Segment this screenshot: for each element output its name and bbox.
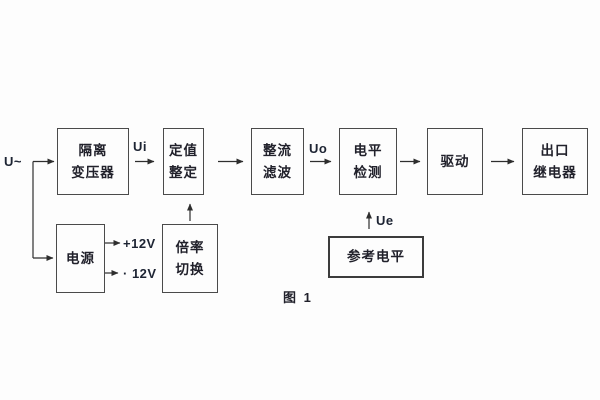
box-output-relay-line1: 出口 bbox=[540, 143, 570, 158]
box-output-relay: 出口 继电器 bbox=[522, 128, 588, 195]
box-ratio-switch-line1: 倍率 bbox=[175, 240, 205, 255]
signal-minus12v-label: · 12V bbox=[123, 266, 157, 281]
box-level-detect-line1: 电平 bbox=[353, 143, 383, 158]
box-setpoint-adjust: 定值 整定 bbox=[163, 128, 204, 195]
box-reference-level: 参考电平 bbox=[328, 236, 424, 278]
box-isolation-transformer-line1: 隔离 bbox=[78, 143, 108, 158]
box-rectifier-filter-line1: 整流 bbox=[263, 143, 292, 158]
box-ratio-switch: 倍率 切换 bbox=[162, 224, 218, 293]
box-setpoint-adjust-line1: 定值 bbox=[169, 143, 198, 158]
box-isolation-transformer-line2: 变压器 bbox=[71, 164, 115, 180]
box-output-relay-line2: 继电器 bbox=[533, 164, 577, 180]
signal-plus12v-label: +12V bbox=[123, 236, 156, 251]
box-drive: 驱动 bbox=[427, 128, 483, 195]
box-level-detect: 电平 检测 bbox=[339, 128, 397, 195]
signal-ue-label: Ue bbox=[376, 213, 394, 228]
box-isolation-transformer: 隔离 变压器 bbox=[57, 128, 129, 195]
signal-input-label: U~ bbox=[4, 154, 22, 169]
box-reference-level-label: 参考电平 bbox=[347, 249, 405, 265]
box-level-detect-line2: 检测 bbox=[353, 164, 383, 180]
box-rectifier-filter: 整流 滤波 bbox=[251, 128, 304, 195]
signal-uo-label: Uo bbox=[309, 141, 328, 156]
figure-caption: 图 1 bbox=[283, 290, 313, 305]
box-setpoint-adjust-line2: 整定 bbox=[169, 164, 198, 180]
box-power-supply-label: 电源 bbox=[66, 250, 95, 266]
box-rectifier-filter-line2: 滤波 bbox=[263, 164, 292, 180]
signal-ui-label: Ui bbox=[133, 139, 147, 154]
box-drive-label: 驱动 bbox=[440, 153, 470, 169]
box-power-supply: 电源 bbox=[56, 224, 105, 293]
box-ratio-switch-line2: 切换 bbox=[175, 261, 205, 277]
